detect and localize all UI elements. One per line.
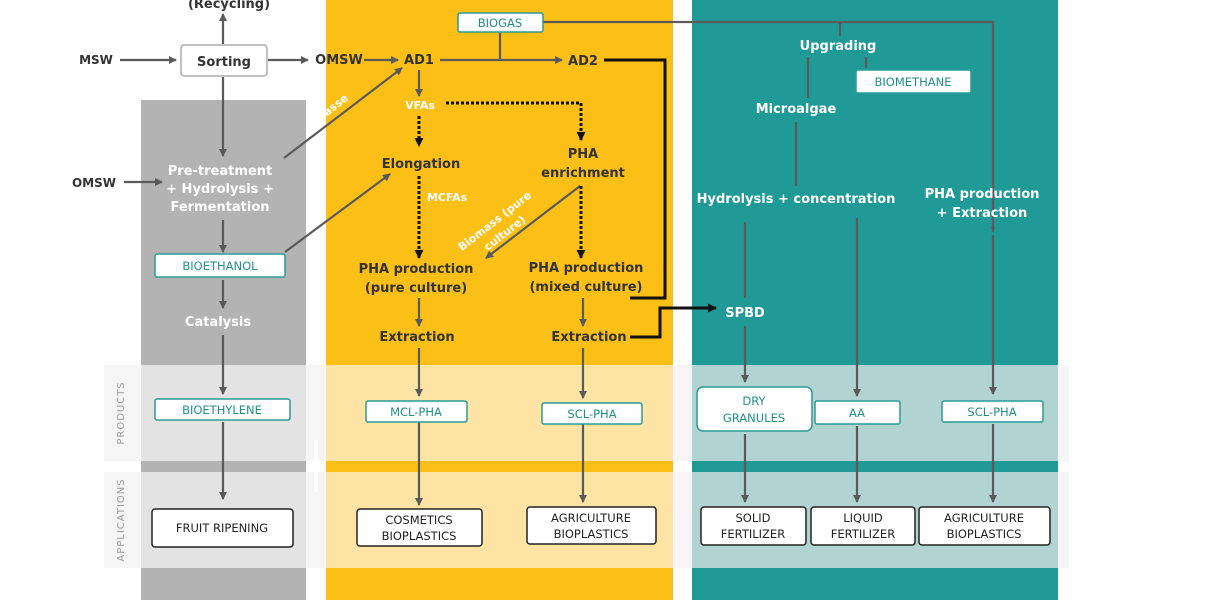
applications-band-label: APPLICATIONS: [116, 478, 127, 561]
scl-pha-2-box: [941, 400, 1044, 423]
dry-granules-line-2: GRANULES: [723, 411, 785, 425]
pha-enrichment-line-2: enrichment: [541, 166, 625, 181]
aa-label: AA: [849, 406, 865, 420]
vfas-label: VFAs: [405, 99, 435, 112]
catalysis-label: Catalysis: [185, 315, 251, 330]
scl-pha-1-label: SCL-PHA: [567, 407, 616, 421]
dry-granules-line-1: DRY: [742, 394, 766, 408]
microalgae-label: Microalgae: [756, 102, 837, 117]
liquid-fert-line-2: FERTILIZER: [831, 527, 895, 541]
biogas-label: BIOGAS: [478, 16, 522, 30]
mcl-pha-box: [365, 400, 468, 423]
sorting-label: Sorting: [197, 55, 251, 70]
extraction-1-label: Extraction: [379, 330, 454, 345]
sorting-box: [180, 44, 268, 77]
hydrolysis-conc-label: Hydrolysis + concentration: [697, 192, 896, 207]
agri-2-line-2: BIOPLASTICS: [947, 527, 1022, 541]
agri-2-line-1: AGRICULTURE: [944, 511, 1024, 525]
dotted-arrows: [414, 101, 586, 259]
cosmetics-line-1: COSMETICS: [385, 513, 452, 527]
pha-mixed-line-2: (mixed culture): [529, 280, 642, 295]
agri-1-line-2: BIOPLASTICS: [554, 527, 629, 541]
liquid-fert-line-1: LIQUID: [843, 511, 883, 525]
extraction-2-label: Extraction: [551, 330, 626, 345]
biomethane-label: BIOMETHANE: [875, 75, 952, 89]
pha-pure-line-1: PHA production: [359, 262, 474, 277]
pha-prod-extract-line-2: + Extraction: [937, 206, 1028, 221]
fruit-ripening-box: [151, 508, 294, 548]
flow-arrows: [120, 13, 997, 506]
bioethanol-box: [154, 253, 286, 278]
products-band-label: PRODUCTS: [116, 381, 127, 444]
omsw-top-label: OMSW: [315, 53, 363, 68]
ad2-label: AD2: [568, 54, 598, 69]
pretreatment-line-3: Fermentation: [170, 200, 269, 215]
bioethylene-box: [154, 398, 291, 421]
biogas-box: [457, 12, 544, 33]
black-route: [604, 58, 717, 339]
dry-granules-box: [696, 386, 813, 432]
msw-label: MSW: [79, 53, 113, 67]
solid-fert-box: [700, 506, 807, 546]
biomethane-box: [855, 69, 972, 94]
recycling-label: (Recycling): [188, 0, 270, 12]
upgrading-label: Upgrading: [800, 39, 877, 54]
ad1-label: AD1: [404, 53, 434, 68]
aa-box: [814, 400, 901, 425]
pretreatment-line-2: + Hydrolysis +: [166, 182, 274, 197]
bioethylene-label: BIOETHYLENE: [182, 403, 262, 417]
agri-2-box: [918, 506, 1051, 546]
pha-pure-line-2: (pure culture): [365, 281, 467, 296]
pha-mixed-line-1: PHA production: [529, 261, 644, 276]
pha-enrichment-line-1: PHA: [568, 147, 598, 162]
spbd-label: SPBD: [725, 306, 765, 321]
elongation-label: Elongation: [382, 157, 460, 172]
mcfas-label: MCFAs: [427, 191, 468, 204]
pretreatment-line-1: Pre-treatment: [168, 164, 272, 179]
scl-pha-1-box: [541, 402, 643, 425]
mcl-pha-label: MCL-PHA: [390, 405, 442, 419]
cosmetics-line-2: BIOPLASTICS: [382, 529, 457, 543]
agri-1-box: [526, 506, 657, 545]
omsw-left-label: OMSW: [72, 176, 116, 190]
solid-fert-line-2: FERTILIZER: [721, 527, 785, 541]
scl-pha-2-label: SCL-PHA: [967, 405, 1016, 419]
bioethanol-label: BIOETHANOL: [182, 259, 258, 273]
liquid-fert-box: [810, 506, 916, 546]
pha-prod-extract-line-1: PHA production: [925, 187, 1040, 202]
fruit-ripening-label: FRUIT RIPENING: [176, 521, 268, 535]
cosmetics-box: [356, 508, 483, 547]
solid-fert-line-1: SOLID: [735, 511, 770, 525]
agri-1-line-1: AGRICULTURE: [551, 511, 631, 525]
